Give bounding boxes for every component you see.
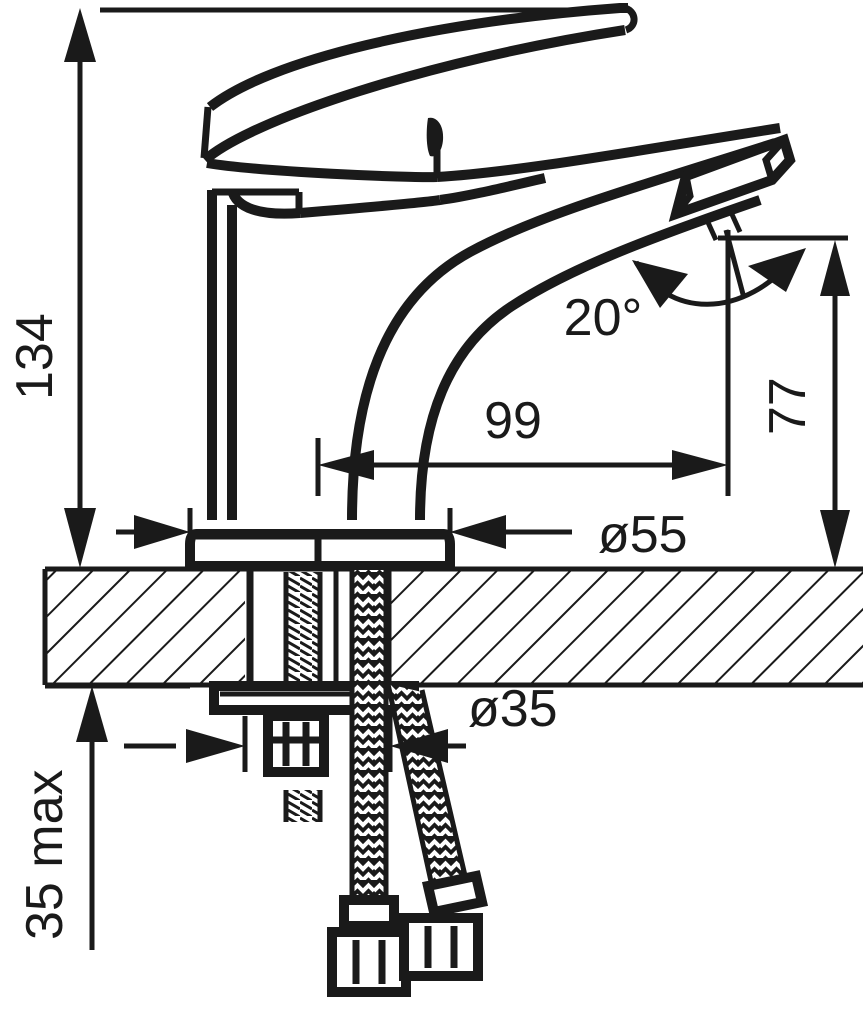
dimension-label-35max: 35 max (16, 769, 74, 940)
dimension-35max: 35 max (16, 683, 190, 950)
dimension-77: 77 (718, 235, 850, 568)
hose-hot (327, 684, 411, 997)
dimension-diam35: ø35 (124, 680, 558, 772)
clamp-nut (263, 711, 329, 777)
dimension-20deg: 20° (564, 229, 806, 347)
hose-cold (385, 683, 489, 981)
dimension-label-77: 77 (759, 377, 817, 435)
cartridge-body (207, 188, 299, 520)
lever-handle (200, 3, 781, 183)
aerator (668, 133, 796, 242)
dimension-99: 99 (315, 230, 731, 496)
hose-nut-right (399, 913, 483, 981)
countertop (42, 566, 863, 688)
spout (347, 138, 777, 521)
escutcheon (185, 529, 455, 571)
hose-nut-left (327, 927, 411, 997)
dimension-label-134: 134 (6, 313, 64, 400)
hose-through-counter (349, 570, 392, 686)
dimension-label-99: 99 (484, 392, 542, 450)
cartridge-cap (227, 173, 547, 219)
dimension-label-20deg: 20° (564, 289, 643, 347)
dimension-label-diam55: ø55 (598, 506, 688, 564)
dimension-diam55: ø55 (116, 506, 688, 564)
dimension-label-diam35: ø35 (468, 680, 558, 738)
dimension-134: 134 (6, 7, 620, 568)
